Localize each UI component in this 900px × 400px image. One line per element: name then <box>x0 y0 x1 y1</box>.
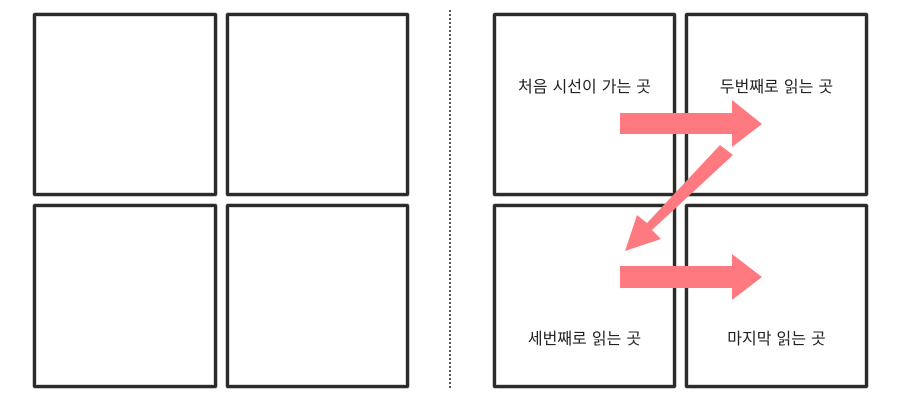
fourth-reading-label: 마지막 읽는 곳 <box>727 329 826 348</box>
third-reading-label: 세번째로 읽는 곳 <box>527 329 642 348</box>
left-panel-bottom-left <box>33 204 217 388</box>
left-panel-top-left <box>33 13 217 196</box>
right-panel-second: 두번째로 읽는 곳 <box>685 13 868 196</box>
right-panel-first: 처음 시선이 가는 곳 <box>493 13 676 196</box>
left-panel-bottom-right <box>226 204 409 388</box>
second-reading-label: 두번째로 읽는 곳 <box>719 77 834 96</box>
right-panel-third: 세번째로 읽는 곳 <box>493 204 676 388</box>
right-panel-fourth: 마지막 읽는 곳 <box>685 204 868 388</box>
left-panel-top-right <box>226 13 409 196</box>
first-reading-label: 처음 시선이 가는 곳 <box>517 77 652 96</box>
dotted-divider <box>449 10 451 388</box>
